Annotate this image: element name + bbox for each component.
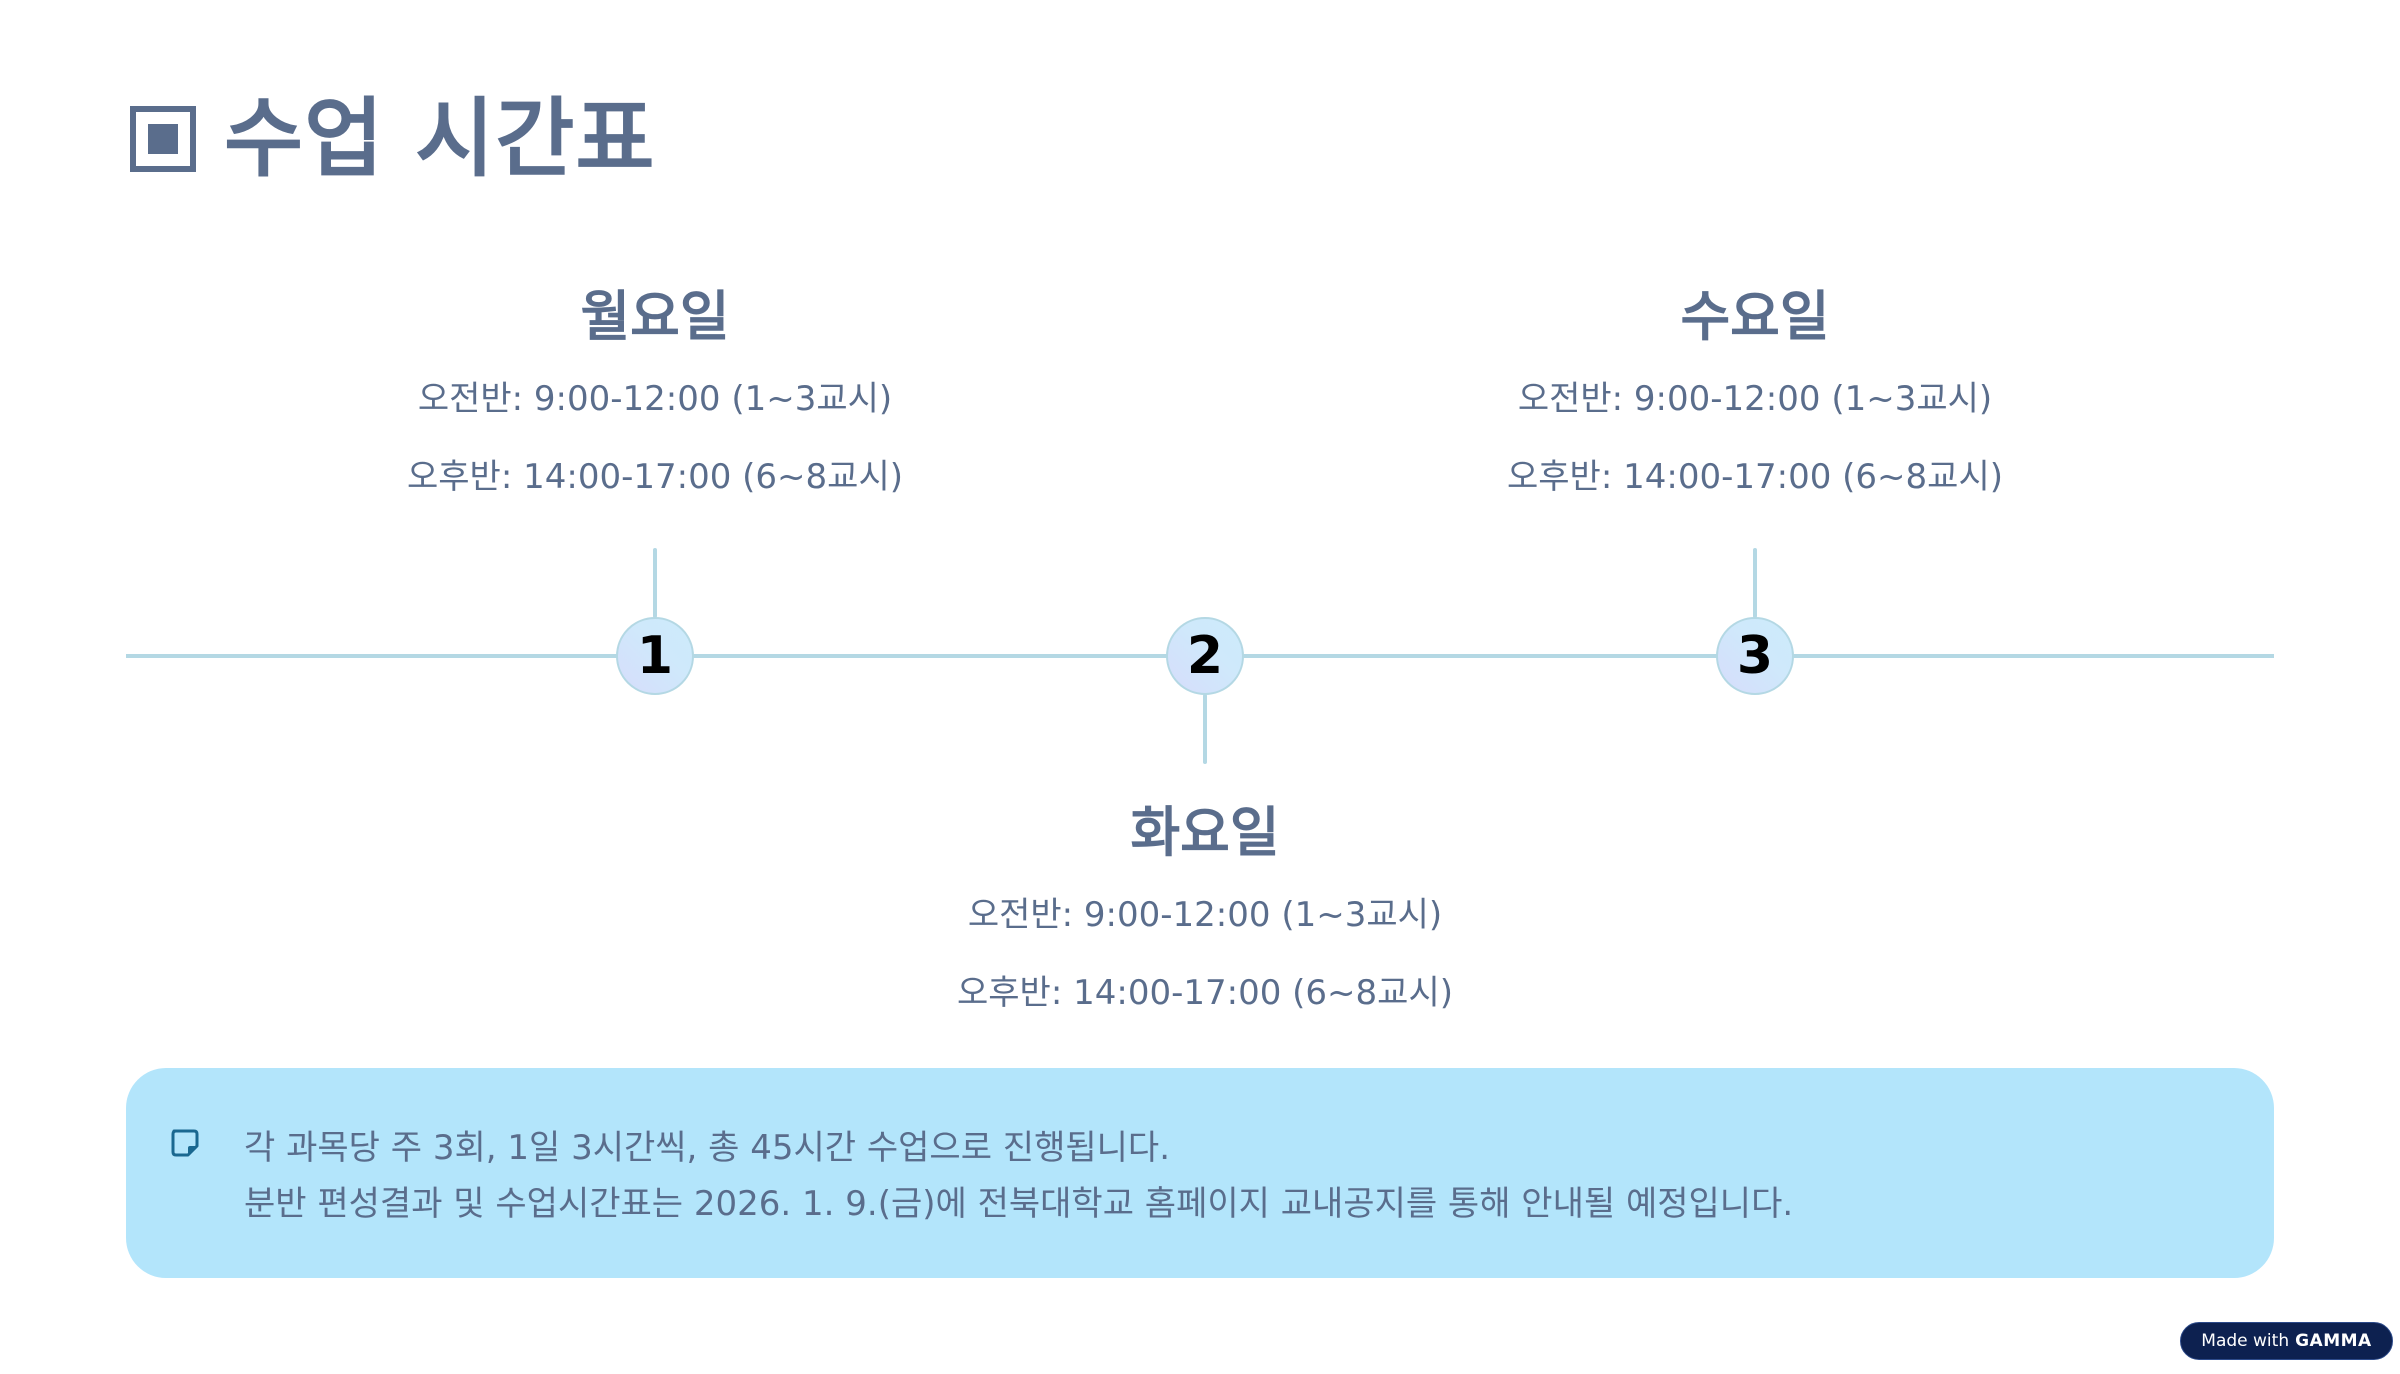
sticky-note-icon <box>171 1129 199 1157</box>
page-title: 수업 시간표 <box>224 89 656 189</box>
morning-session: 오전반: 9:00-12:00 (1~3교시) <box>1517 379 1993 419</box>
timeline-node-1: 1 <box>616 617 694 695</box>
day-heading: 수요일 <box>1680 285 1830 348</box>
badge-prefix: Made with <box>2201 1331 2290 1351</box>
timeline-item-tuesday: 화요일 오전반: 9:00-12:00 (1~3교시) 오후반: 14:00-1… <box>885 806 1525 1054</box>
afternoon-session: 오후반: 14:00-17:00 (6~8교시) <box>1507 457 2003 497</box>
timeline-stem <box>653 548 657 618</box>
afternoon-session: 오후반: 14:00-17:00 (6~8교시) <box>407 457 903 497</box>
day-heading: 화요일 <box>1130 801 1280 864</box>
callout-text: 각 과목당 주 3회, 1일 3시간씩, 총 45시간 수업으로 진행됩니다. … <box>244 1120 1793 1232</box>
morning-session: 오전반: 9:00-12:00 (1~3교시) <box>417 379 893 419</box>
timeline-node-3: 3 <box>1716 617 1794 695</box>
timeline-item-monday: 월요일 오전반: 9:00-12:00 (1~3교시) 오후반: 14:00-1… <box>335 290 975 538</box>
afternoon-session: 오후반: 14:00-17:00 (6~8교시) <box>957 973 1453 1013</box>
node-number: 2 <box>1186 626 1224 686</box>
callout-line: 분반 편성결과 및 수업시간표는 2026. 1. 9.(금)에 전북대학교 홈… <box>244 1184 1794 1224</box>
node-number: 1 <box>636 626 674 686</box>
node-number: 3 <box>1736 626 1774 686</box>
morning-session: 오전반: 9:00-12:00 (1~3교시) <box>967 895 1443 935</box>
info-callout: 각 과목당 주 3회, 1일 3시간씩, 총 45시간 수업으로 진행됩니다. … <box>126 1068 2274 1278</box>
made-with-gamma-badge[interactable]: Made with GAMMA <box>2180 1322 2393 1360</box>
timeline-stem <box>1203 694 1207 764</box>
day-heading: 월요일 <box>580 285 730 348</box>
timeline-node-2: 2 <box>1166 617 1244 695</box>
timeline-item-wednesday: 수요일 오전반: 9:00-12:00 (1~3교시) 오후반: 14:00-1… <box>1435 290 2075 538</box>
gamma-logo: GAMMA <box>2295 1331 2372 1351</box>
callout-line: 각 과목당 주 3회, 1일 3시간씩, 총 45시간 수업으로 진행됩니다. <box>244 1128 1171 1168</box>
square-target-icon <box>130 106 196 172</box>
timeline-stem <box>1753 548 1757 618</box>
page-header: 수업 시간표 <box>130 96 656 182</box>
